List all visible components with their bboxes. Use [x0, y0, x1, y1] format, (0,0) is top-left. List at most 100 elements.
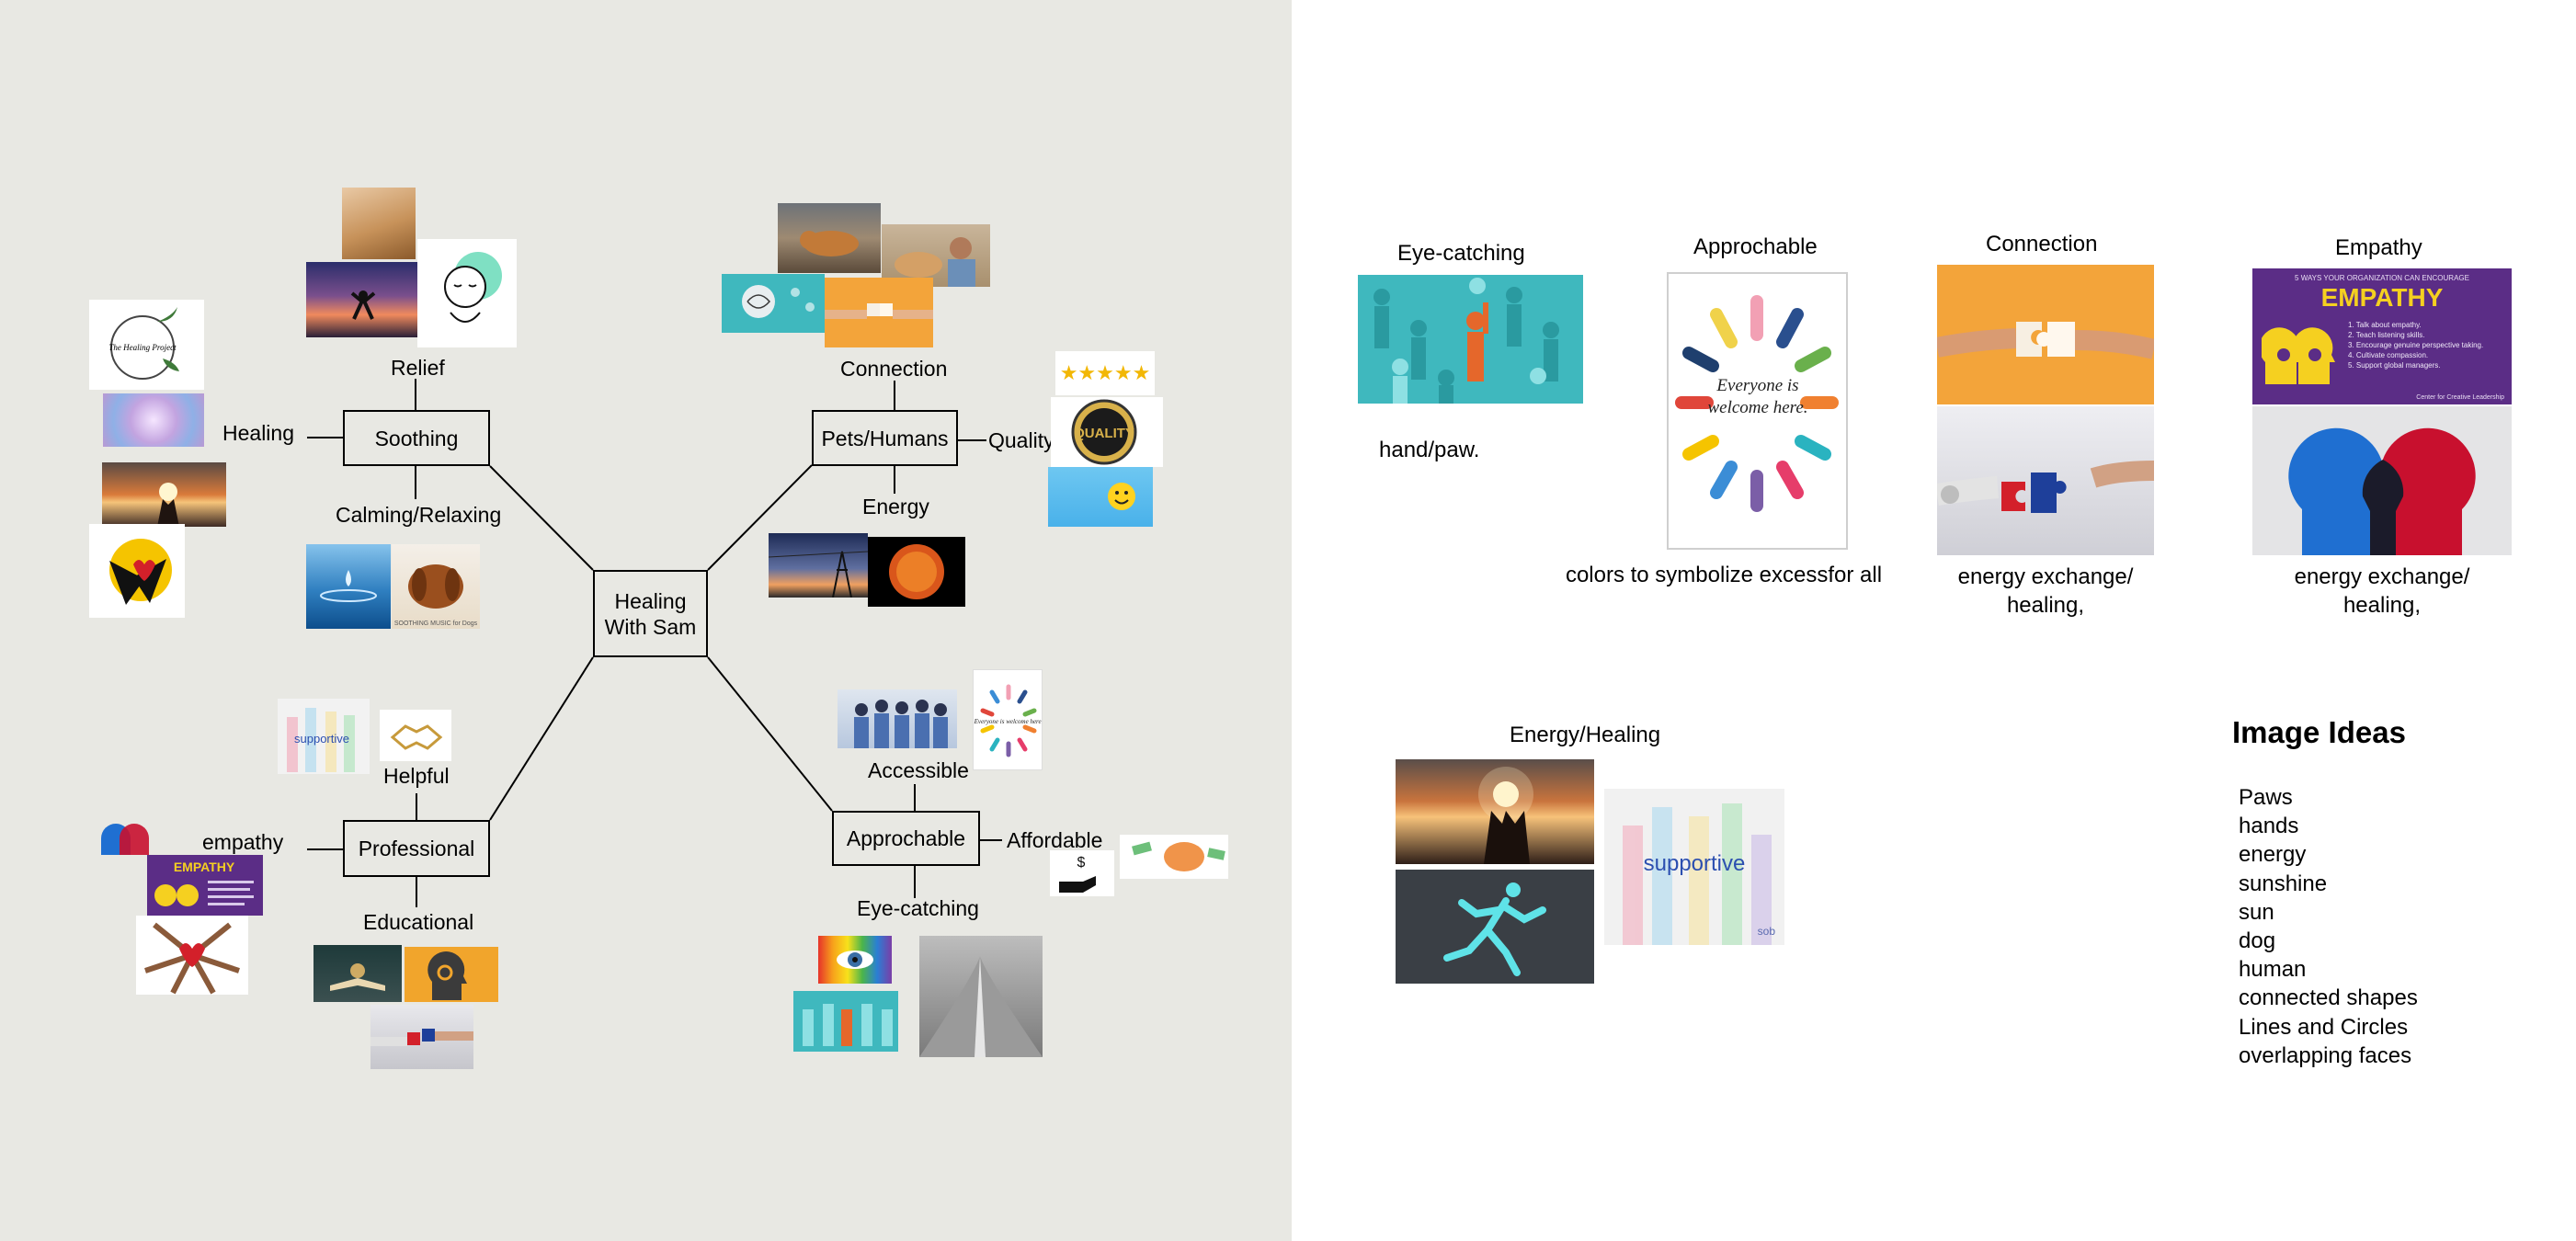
quality-label: Quality	[988, 428, 1054, 452]
supportive-small-text: supportive	[294, 732, 349, 746]
supportive-hands-image: supportive sob	[1604, 789, 1784, 945]
robot-human-puzzle-small	[370, 1005, 473, 1069]
eye-catching-caption: hand/paw.	[1379, 438, 1480, 462]
running-figure-image	[1396, 870, 1594, 984]
relief-label: Relief	[391, 356, 445, 380]
paw-photo	[342, 188, 416, 259]
everyone-welcome-text: Everyone is welcome here.	[1707, 376, 1808, 417]
soothing-label: Soothing	[374, 426, 459, 450]
relaxed-face-illustration	[417, 239, 517, 347]
image-ideas-title: Image Ideas	[2232, 715, 2406, 749]
empathy-poster-footer: Center for Creative Leadership	[2416, 394, 2504, 401]
image-idea-item: sunshine	[2239, 871, 2328, 896]
affordable-label: Affordable	[1007, 828, 1103, 852]
professional-node: Professional	[343, 820, 490, 877]
water-drop-photo	[306, 544, 391, 629]
connection-label: Connection	[840, 357, 948, 381]
dog-and-person-photo	[778, 203, 881, 273]
connection-puzzle-hands	[1937, 265, 2154, 404]
everyone-small-text: Everyone is welcome here.	[974, 718, 1043, 725]
reference-panel	[1292, 0, 2576, 1241]
image-idea-item: sun	[2239, 899, 2274, 925]
educational-label: Educational	[363, 910, 474, 934]
empathy-poster-item-4: 4. Cultivate compassion.	[2348, 351, 2429, 359]
puzzle-hands-photo	[825, 278, 933, 347]
center-node: Healing With Sam	[593, 570, 708, 657]
approchable-caption: colors to symbolize excessfor all	[1565, 563, 1883, 587]
empathy-label: empathy	[202, 830, 284, 854]
piggy-bank-photo	[1120, 835, 1228, 879]
image-idea-item: Paws	[2239, 785, 2293, 810]
empathy-poster-item-3: 3. Encourage genuine perspective taking.	[2348, 341, 2484, 349]
heart-hands-icon	[89, 524, 185, 618]
supportive-hands-small: supportive	[278, 699, 370, 774]
connector-approchable	[707, 656, 833, 812]
pets-humans-label: Pets/Humans	[821, 426, 949, 450]
healing-logo: The Healing Project	[89, 300, 204, 390]
calming-relaxing-label: Calming/Relaxing	[336, 503, 502, 527]
handshake-icon	[380, 710, 451, 761]
helpful-label: Helpful	[383, 764, 450, 788]
connector-soothing	[489, 465, 594, 571]
image-idea-item: connected shapes	[2239, 985, 2418, 1011]
connector-professional	[489, 656, 594, 821]
book-photo	[313, 945, 402, 1002]
sunset-meditation-photo	[306, 262, 420, 337]
professional-label: Professional	[358, 837, 475, 860]
quality-badge-text: QUALITY	[1074, 426, 1134, 441]
group-people-photo	[838, 689, 957, 748]
empathy-poster-item-2: 2. Teach listening skills.	[2348, 331, 2425, 339]
soothing-music-dog-photo: SOOTHING MUSIC for Dogs	[392, 544, 480, 629]
healing-logo-text: The Healing Project	[108, 343, 177, 352]
sun-photo	[868, 537, 965, 607]
teal-figures-small	[793, 991, 898, 1052]
five-stars-image: ★★★★★	[1055, 351, 1155, 395]
smiley-sky-image	[1048, 467, 1153, 527]
connector-pets	[707, 464, 813, 571]
dollar-hand-icon: $	[1050, 850, 1114, 896]
head-gears-illustration	[405, 947, 498, 1002]
mandala-photo	[103, 393, 204, 447]
image-idea-item: human	[2239, 957, 2307, 983]
energy-healing-title: Energy/Healing	[1510, 723, 1661, 747]
image-idea-item: Lines and Circles	[2239, 1014, 2409, 1040]
rainbow-eye-photo	[818, 936, 892, 984]
image-idea-item: dog	[2239, 928, 2276, 954]
soothing-music-caption: SOOTHING MUSIC for Dogs	[394, 620, 478, 627]
empathy-poster-item-1: 1. Talk about empathy.	[2348, 321, 2422, 329]
energy-label: Energy	[862, 495, 929, 518]
empathy-poster: 5 WAYS YOUR ORGANIZATION CAN ENCOURAGE E…	[2252, 268, 2512, 404]
empathy-caption: energy exchange/ healing,	[2294, 564, 2470, 618]
center-node-label: Healing With Sam	[604, 588, 697, 639]
quality-badge-image: QUALITY	[1051, 397, 1163, 467]
everyone-welcome-poster: Everyone is welcome here.	[1667, 272, 1848, 550]
empathy-poster-small: EMPATHY	[147, 855, 263, 916]
dollar-sign: $	[1077, 855, 1086, 871]
image-idea-item: hands	[2239, 814, 2299, 839]
sunset-hands-image	[1396, 759, 1594, 864]
connection-caption: energy exchange/ healing,	[1957, 564, 2134, 618]
image-ideas-list: Paws hands energy sunshine sun dog human…	[2239, 783, 2418, 1070]
robot-human-puzzle	[1937, 406, 2154, 555]
power-lines-photo	[769, 533, 868, 598]
empathy-poster-kicker: 5 WAYS YOUR ORGANIZATION CAN ENCOURAGE	[2295, 274, 2469, 282]
eye-catching-title: Eye-catching	[1397, 241, 1525, 266]
empathy-small-text: EMPATHY	[174, 860, 235, 874]
approchable-label: Approchable	[846, 826, 966, 850]
accessible-label: Accessible	[868, 758, 969, 782]
image-idea-item: overlapping faces	[2239, 1042, 2412, 1068]
approchable-node: Approchable	[832, 811, 980, 866]
heart-hands-circle	[136, 916, 248, 995]
overlapping-faces-small	[96, 809, 153, 855]
everyone-welcome-small: Everyone is welcome here.	[973, 669, 1043, 770]
teal-brain-illustration	[722, 274, 825, 333]
approchable-title: Approchable	[1693, 234, 1818, 259]
overlapping-faces-image	[2252, 406, 2512, 555]
sun-hands-photo	[102, 462, 226, 527]
empathy-poster-item-5: 5. Support global managers.	[2348, 361, 2441, 370]
soothing-node: Soothing	[343, 410, 490, 466]
eye-catching-label: Eye-catching	[857, 896, 979, 920]
sob-text: sob	[1757, 925, 1775, 938]
empathy-poster-title: EMPATHY	[2320, 283, 2444, 312]
